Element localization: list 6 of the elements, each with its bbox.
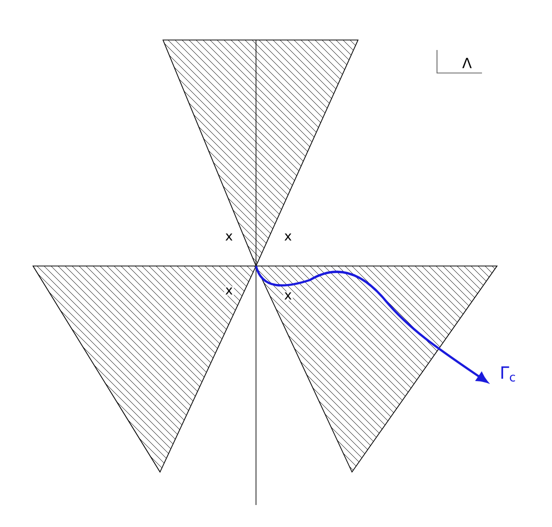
cross-mark: x [283,291,293,301]
cross-mark: x [224,232,234,242]
cross-mark: x [283,232,293,242]
contour-label: Γ$_{c}$ [498,365,518,383]
plane-label: Λ [461,56,473,70]
cross-mark: x [224,286,234,296]
